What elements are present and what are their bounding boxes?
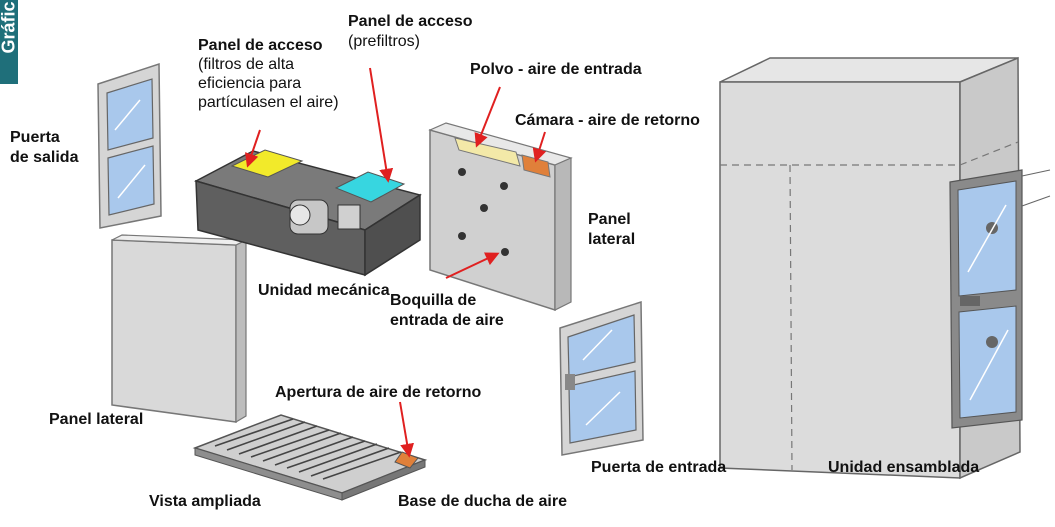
arrow-nozzle [445, 252, 500, 279]
label-assembled-unit: Unidad ensamblada [828, 459, 980, 476]
label-exit-door-1: Puerta [10, 129, 60, 146]
label-air-shower-base: Base de ducha de aire [398, 493, 567, 510]
label-access-panel-prefilters-title: Panel de acceso [348, 13, 473, 30]
arrows [245, 67, 547, 458]
arrow-hepa [245, 129, 261, 168]
label-exit-door-2: de salida [10, 149, 79, 166]
label-enlarged-view: Vista ampliada [149, 493, 261, 510]
label-access-panel-hepa-sub3: partículasen el aire) [198, 94, 339, 111]
arrow-prefilter [369, 67, 394, 183]
label-access-panel-hepa-title: Panel de acceso [198, 37, 323, 54]
label-side-panel-left: Panel lateral [49, 411, 144, 428]
label-return-air-opening: Apertura de aire de retorno [275, 384, 482, 401]
air-shower-base [192, 414, 428, 501]
assembled-unit [719, 56, 1051, 480]
mechanical-unit [194, 149, 422, 277]
left-side-panel [111, 234, 247, 424]
arrow-dust [474, 86, 501, 148]
label-air-nozzle-2: entrada de aire [390, 312, 504, 329]
label-return-air-chamber: Cámara - aire de retorno [515, 112, 700, 129]
label-access-panel-hepa-sub2: eficiencia para [198, 75, 302, 92]
label-dust-inlet-air: Polvo - aire de entrada [470, 61, 642, 78]
label-side-panel-right-2: lateral [588, 231, 636, 248]
nozzle-panel [428, 122, 573, 312]
label-air-nozzle-1: Boquilla de [390, 292, 477, 309]
label-access-panel-hepa-sub1: (filtros de alta [198, 56, 295, 73]
arrow-return-opening [399, 401, 415, 458]
label-mechanical-unit: Unidad mecánica [258, 282, 390, 299]
entrance-door [559, 300, 644, 456]
arrow-return-chamber [532, 131, 547, 163]
side-tab: Gráfic [0, 0, 18, 84]
label-entrance-door: Puerta de entrada [591, 459, 727, 476]
label-side-panel-right-1: Panel [588, 211, 631, 228]
exit-door [97, 62, 162, 229]
label-access-panel-prefilters-sub: (prefiltros) [348, 33, 421, 50]
